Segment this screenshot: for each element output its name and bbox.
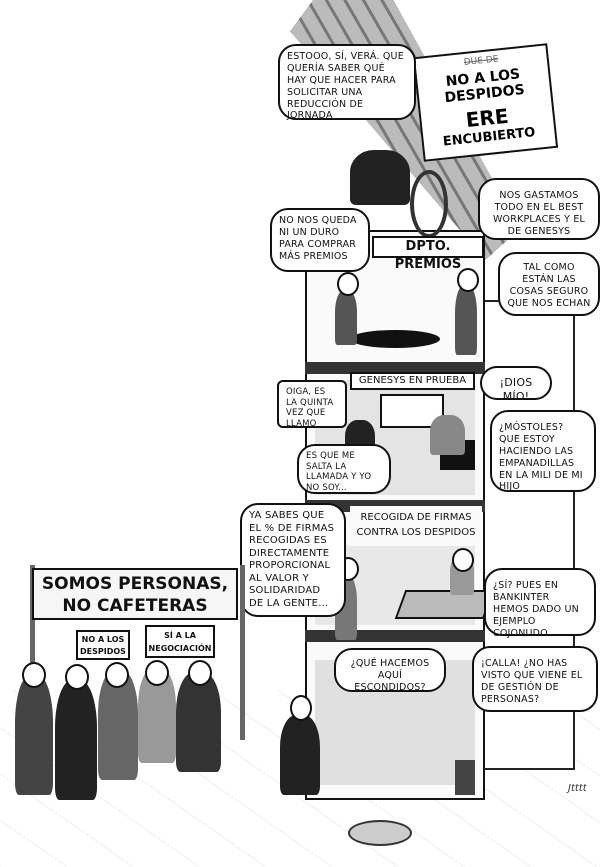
artist-signature: Jtttt [568,783,587,794]
bubble-mostoles: ¿Móstoles? Que estoy haciendo las empana… [490,410,596,492]
protester [176,672,221,772]
bubble-attic: Estooo, sí, verá. Que quería saber qué h… [278,44,416,121]
head [65,664,89,690]
banner-pole-right [240,565,245,740]
sign-genesys: GENESYS EN PRUEBA [350,372,475,390]
head [337,272,359,296]
head [188,660,212,686]
bubble-dios-mio: ¡Dios mío! [480,366,552,403]
head [22,662,46,688]
protester [98,670,138,780]
head [290,695,312,721]
worker-premios-left [335,290,357,345]
bubble-quinta-vez: Oiga, es la quinta vez que llamo [277,380,347,429]
bubble-bankinter: ¿Sí? Pues en Bankinter hemos dado un eje… [484,568,596,639]
worker-premios-right [455,285,477,355]
attic-worker [350,150,410,205]
protester [15,675,53,795]
signature-desk [394,590,495,619]
manager-worker [430,415,465,455]
bubble-salta-llamada: Es que me salta la llamada y yo no soy..… [297,444,391,494]
bubble-calla: ¡Calla! ¿No has visto que viene el de Ge… [472,646,598,712]
manhole-cover [348,820,412,846]
umbrella-stand [455,760,475,795]
head [457,268,479,292]
head [452,548,474,572]
bubble-ya-sabes: Ya sabes que el % de firmas recogidas es… [240,503,346,617]
bubble-best-workplaces: Nos gastamos todo en el Best Workplaces … [478,178,600,240]
protest-banner: SOMOS PERSONAS, NO CAFETERAS [32,568,238,620]
head [105,662,129,688]
bubble-premios-right: Tal como están las cosas seguro que nos … [498,252,600,316]
protest-sign-negociacion: SÍ A LA NEGOCIACIÓN [145,625,215,658]
head [145,660,169,686]
bubble-premios-left: No nos queda ni un duro para comprar más… [270,208,370,272]
meeting-table [350,330,440,348]
protester [55,680,97,800]
hr-man-walking [280,715,320,795]
floor-slab [305,630,485,642]
roof-banner-line2: ENCUBIERTO [442,124,537,150]
roof-banner: DUE DE NO A LOS DESPIDOS ERE ENCUBIERTO [412,43,559,162]
floor-slab [305,362,485,374]
film-reel [410,170,448,238]
banner-pole-left [30,565,35,755]
sign-recogida-firmas: RECOGIDA DE FIRMAS CONTRA LOS DESPIDOS [350,506,482,546]
bubble-escondidos: ¿Qué hacemos aquí escondidos? [334,648,446,693]
protest-sign-no-despidos: NO A LOS DESPIDOS [76,630,130,660]
sign-dpto-premios: DPTO. PREMIOS [372,236,484,272]
